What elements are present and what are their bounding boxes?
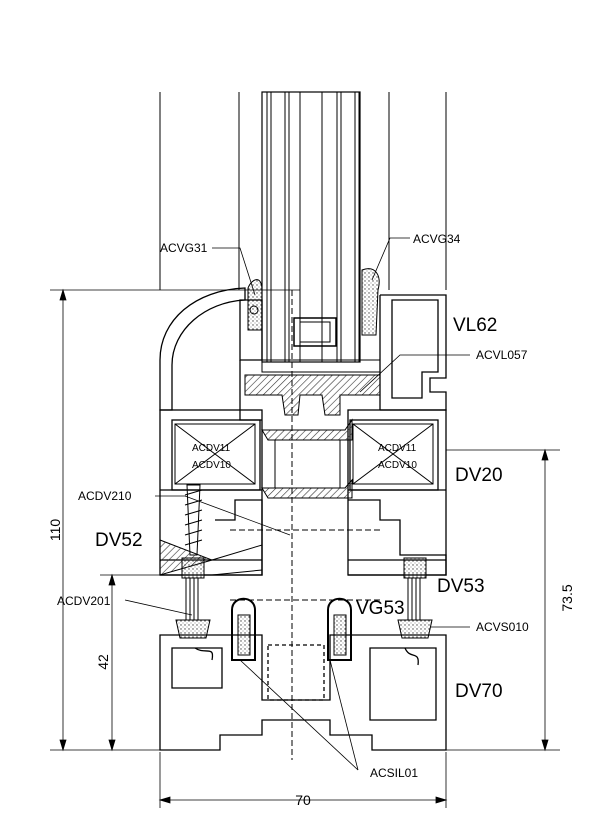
glass-unit [261,91,361,363]
thermal-break-upper [244,359,381,416]
sash-profile [159,287,447,421]
label-acvs010: ACVS010 [476,620,529,634]
polyamide-strips [261,418,353,499]
glazing-gasket-left [247,279,263,331]
insulation-insert-left [174,423,256,485]
gasket-vg53 [231,597,352,661]
label-acdv10-left: ACDV10 [192,460,231,471]
label-acdv11-left: ACDV11 [192,443,231,454]
label-vl62: VL62 [453,315,497,336]
label-dv20: DV20 [455,465,503,486]
leader-lines [124,237,470,771]
screw [184,484,203,556]
dimension-height-right: 73.5 [559,584,575,611]
label-acdv201: ACDV201 [57,594,111,608]
dimension-lines [50,288,560,808]
brush-seal-right [397,557,433,639]
label-dv52: DV52 [95,530,143,551]
label-vg53: VG53 [356,598,405,619]
dimension-height-total: 110 [47,519,63,542]
label-acdv10-right: ACDV10 [378,460,417,471]
label-acvl057: ACVL057 [476,348,528,362]
dimension-width: 70 [295,792,311,808]
bracket-dv52 [159,539,263,576]
label-acdv210: ACDV210 [78,489,132,503]
label-dv70: DV70 [455,681,503,702]
label-acvg31: ACVG31 [160,241,208,255]
label-dv53: DV53 [437,576,485,597]
label-acsil01: ACSIL01 [370,766,418,780]
label-acdv11-right: ACDV11 [378,443,417,454]
insulation-insert-right [352,423,434,485]
bottom-frame-dv70 [159,634,447,751]
brush-seal-left [175,557,211,639]
glazing-gasket-right [361,268,380,336]
dimension-height-bottom: 42 [95,654,111,670]
label-acvg34: ACVG34 [413,232,461,246]
